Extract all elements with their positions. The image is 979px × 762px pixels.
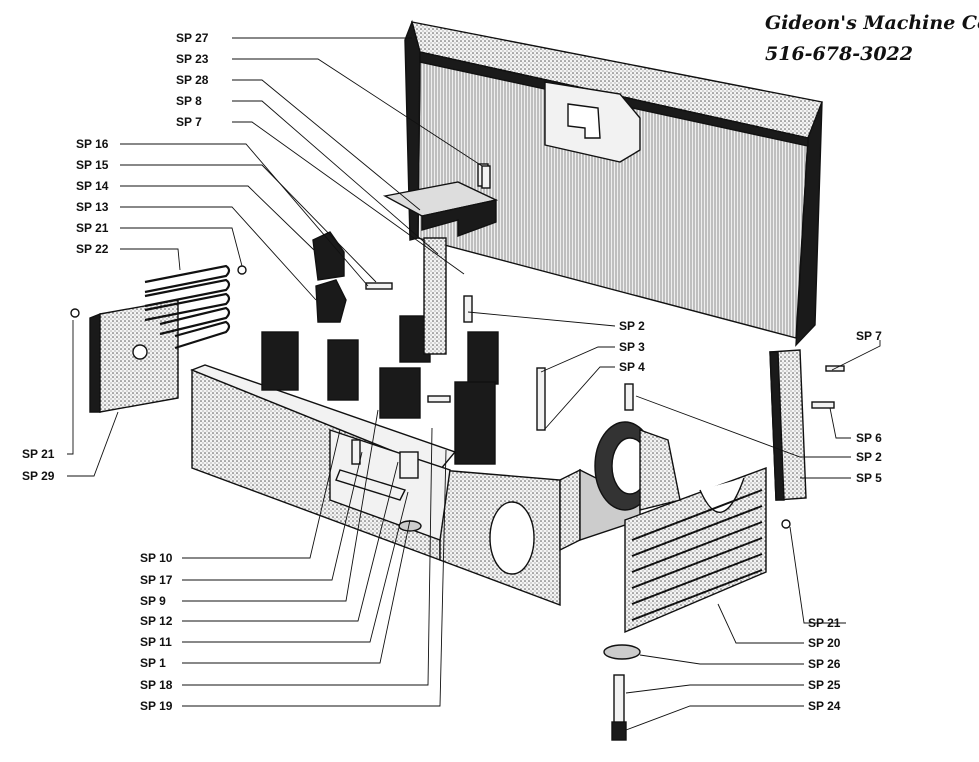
leader-lines (67, 37, 881, 731)
label-sp28: SP 28 (176, 73, 209, 87)
label-sp24: SP 24 (808, 699, 841, 713)
right-end-plate (624, 349, 807, 634)
label-sp8: SP 8 (176, 94, 202, 108)
label-sp7-right: SP 7 (856, 329, 882, 343)
label-sp23: SP 23 (176, 52, 209, 66)
label-sp17: SP 17 (140, 573, 173, 587)
label-sp11: SP 11 (140, 635, 172, 649)
label-sp19: SP 19 (140, 699, 173, 713)
label-sp6: SP 6 (856, 431, 882, 445)
label-sp4: SP 4 (619, 360, 645, 374)
label-sp12: SP 12 (140, 614, 173, 628)
label-sp15: SP 15 (76, 158, 109, 172)
part-labels: SP 27 SP 23 SP 28 SP 8 SP 7 SP 16 SP 15 … (22, 31, 882, 713)
company-name: Gideon's Machine Corp. (765, 12, 979, 34)
label-sp3: SP 3 (619, 340, 645, 354)
lid-part (404, 19, 823, 347)
label-sp21-left: SP 21 (22, 447, 55, 461)
label-sp9: SP 9 (140, 594, 166, 608)
label-sp2-lower: SP 2 (856, 450, 882, 464)
label-sp14: SP 14 (76, 179, 109, 193)
company-phone: 516-678-3022 (765, 43, 913, 65)
fasteners (70, 165, 845, 741)
ring-part (594, 421, 681, 511)
interior-blocks (261, 237, 499, 465)
label-sp26: SP 26 (808, 657, 841, 671)
label-sp16: SP 16 (76, 137, 109, 151)
label-sp2-upper: SP 2 (619, 319, 645, 333)
label-sp25: SP 25 (808, 678, 841, 692)
label-sp7-top: SP 7 (176, 115, 202, 129)
left-end-plate (89, 264, 231, 413)
label-sp29: SP 29 (22, 469, 55, 483)
label-sp1: SP 1 (140, 656, 166, 670)
label-sp5: SP 5 (856, 471, 882, 485)
label-sp21-top: SP 21 (76, 221, 109, 235)
label-sp22: SP 22 (76, 242, 109, 256)
label-sp10: SP 10 (140, 551, 173, 565)
switch-parts (312, 231, 347, 323)
label-sp27: SP 27 (176, 31, 209, 45)
label-sp21-right: SP 21 (808, 616, 841, 630)
label-sp18: SP 18 (140, 678, 173, 692)
label-sp13: SP 13 (76, 200, 109, 214)
label-sp20: SP 20 (808, 636, 841, 650)
